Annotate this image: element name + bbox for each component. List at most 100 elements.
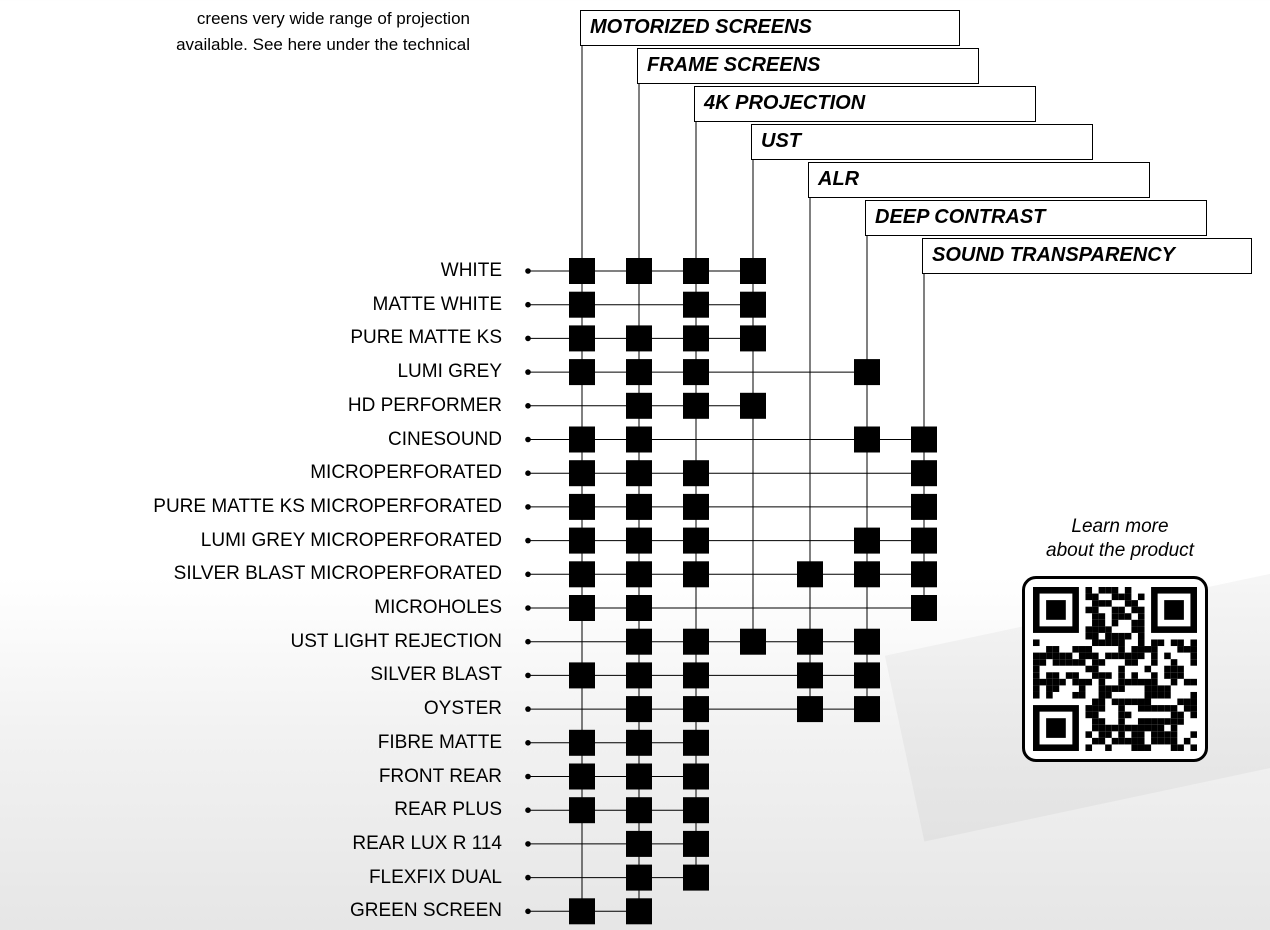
qr-module	[1111, 593, 1119, 601]
compatibility-mark	[626, 628, 652, 655]
qr-module	[1124, 698, 1132, 706]
qr-module	[1183, 678, 1191, 686]
qr-module	[1190, 659, 1197, 666]
compatibility-mark	[626, 763, 652, 790]
compatibility-mark	[854, 561, 880, 588]
qr-module	[1052, 646, 1060, 653]
qr-module	[1092, 626, 1099, 633]
qr-module	[1065, 672, 1073, 679]
qr-module	[1092, 665, 1099, 673]
qr-module	[1177, 711, 1184, 719]
qr-module	[1137, 646, 1145, 653]
qr-code[interactable]	[1022, 576, 1208, 762]
qr-module	[1085, 705, 1093, 712]
compatibility-mark	[740, 258, 766, 284]
qr-module	[1039, 659, 1047, 666]
qr-module	[1151, 652, 1158, 660]
qr-module	[1092, 606, 1099, 614]
qr-module	[1092, 593, 1099, 601]
qr-module	[1085, 606, 1093, 614]
qr-module	[1098, 705, 1106, 712]
qr-module	[1111, 632, 1119, 640]
qr-module	[1033, 639, 1040, 647]
compatibility-mark	[569, 426, 595, 453]
qr-module	[1072, 672, 1079, 679]
qr-module	[1033, 672, 1040, 679]
compatibility-mark	[740, 392, 766, 419]
compatibility-mark	[911, 426, 937, 453]
qr-module	[1151, 639, 1158, 647]
compatibility-mark	[626, 527, 652, 554]
qr-module	[1151, 672, 1158, 679]
qr-module	[1124, 659, 1132, 666]
qr-module	[1164, 652, 1171, 660]
qr-module	[1039, 652, 1047, 660]
qr-module	[1105, 652, 1112, 660]
qr-module	[1092, 632, 1099, 640]
qr-module	[1170, 705, 1178, 712]
qr-module	[1105, 632, 1112, 640]
qr-module	[1098, 619, 1106, 627]
compatibility-mark	[740, 325, 766, 352]
qr-module	[1118, 652, 1125, 660]
qr-module	[1118, 718, 1125, 725]
qr-module	[1033, 678, 1040, 686]
qr-module	[1046, 691, 1053, 699]
compatibility-mark	[911, 493, 937, 520]
qr-caption-line-1: Learn more	[1071, 516, 1169, 537]
qr-module	[1085, 587, 1093, 594]
qr-module	[1118, 737, 1125, 745]
qr-module	[1118, 606, 1125, 614]
qr-module	[1137, 678, 1145, 686]
qr-module	[1137, 724, 1145, 732]
qr-module	[1151, 678, 1158, 686]
qr-module	[1124, 652, 1132, 660]
qr-module	[1137, 737, 1145, 745]
qr-module	[1118, 731, 1125, 738]
qr-module	[1046, 646, 1053, 653]
qr-module	[1151, 731, 1158, 738]
qr-module	[1052, 672, 1060, 679]
qr-caption-line-2: about the product	[1046, 540, 1194, 561]
qr-module	[1092, 639, 1099, 647]
compatibility-mark	[626, 561, 652, 588]
row-label: MICROHOLES	[374, 597, 502, 618]
qr-module	[1105, 639, 1112, 647]
qr-module	[1046, 685, 1053, 692]
qr-module	[1151, 659, 1158, 666]
qr-module	[1105, 600, 1112, 607]
qr-module	[1157, 737, 1165, 745]
qr-module	[1098, 691, 1106, 699]
compatibility-mark	[683, 662, 709, 689]
qr-module	[1085, 632, 1093, 640]
row-label: MICROPERFORATED	[310, 462, 502, 484]
qr-module	[1177, 698, 1184, 706]
row-label: FLEXFIX DUAL	[368, 866, 502, 888]
row-label: REAR LUX R 114	[352, 832, 502, 854]
qr-module	[1157, 731, 1165, 738]
compatibility-mark	[626, 258, 652, 284]
qr-module	[1092, 659, 1099, 666]
qr-module	[1177, 646, 1184, 653]
qr-module	[1151, 691, 1158, 699]
qr-module	[1092, 613, 1099, 620]
qr-finder-core	[1164, 600, 1184, 620]
qr-module	[1170, 724, 1178, 732]
qr-module	[1190, 691, 1197, 699]
row-label: LUMI GREY	[397, 361, 502, 383]
qr-module	[1164, 731, 1171, 738]
qr-module	[1092, 724, 1099, 732]
qr-module	[1118, 672, 1125, 679]
qr-module	[1151, 705, 1158, 712]
qr-module	[1078, 646, 1086, 653]
qr-module	[1170, 737, 1178, 745]
qr-module	[1190, 678, 1197, 686]
qr-module	[1059, 678, 1066, 686]
qr-module	[1111, 613, 1119, 620]
qr-module	[1118, 678, 1125, 686]
qr-module	[1092, 737, 1099, 745]
column-header: SOUND TRANSPARENCY	[922, 238, 1252, 274]
qr-module	[1085, 665, 1093, 673]
qr-module	[1190, 744, 1197, 751]
